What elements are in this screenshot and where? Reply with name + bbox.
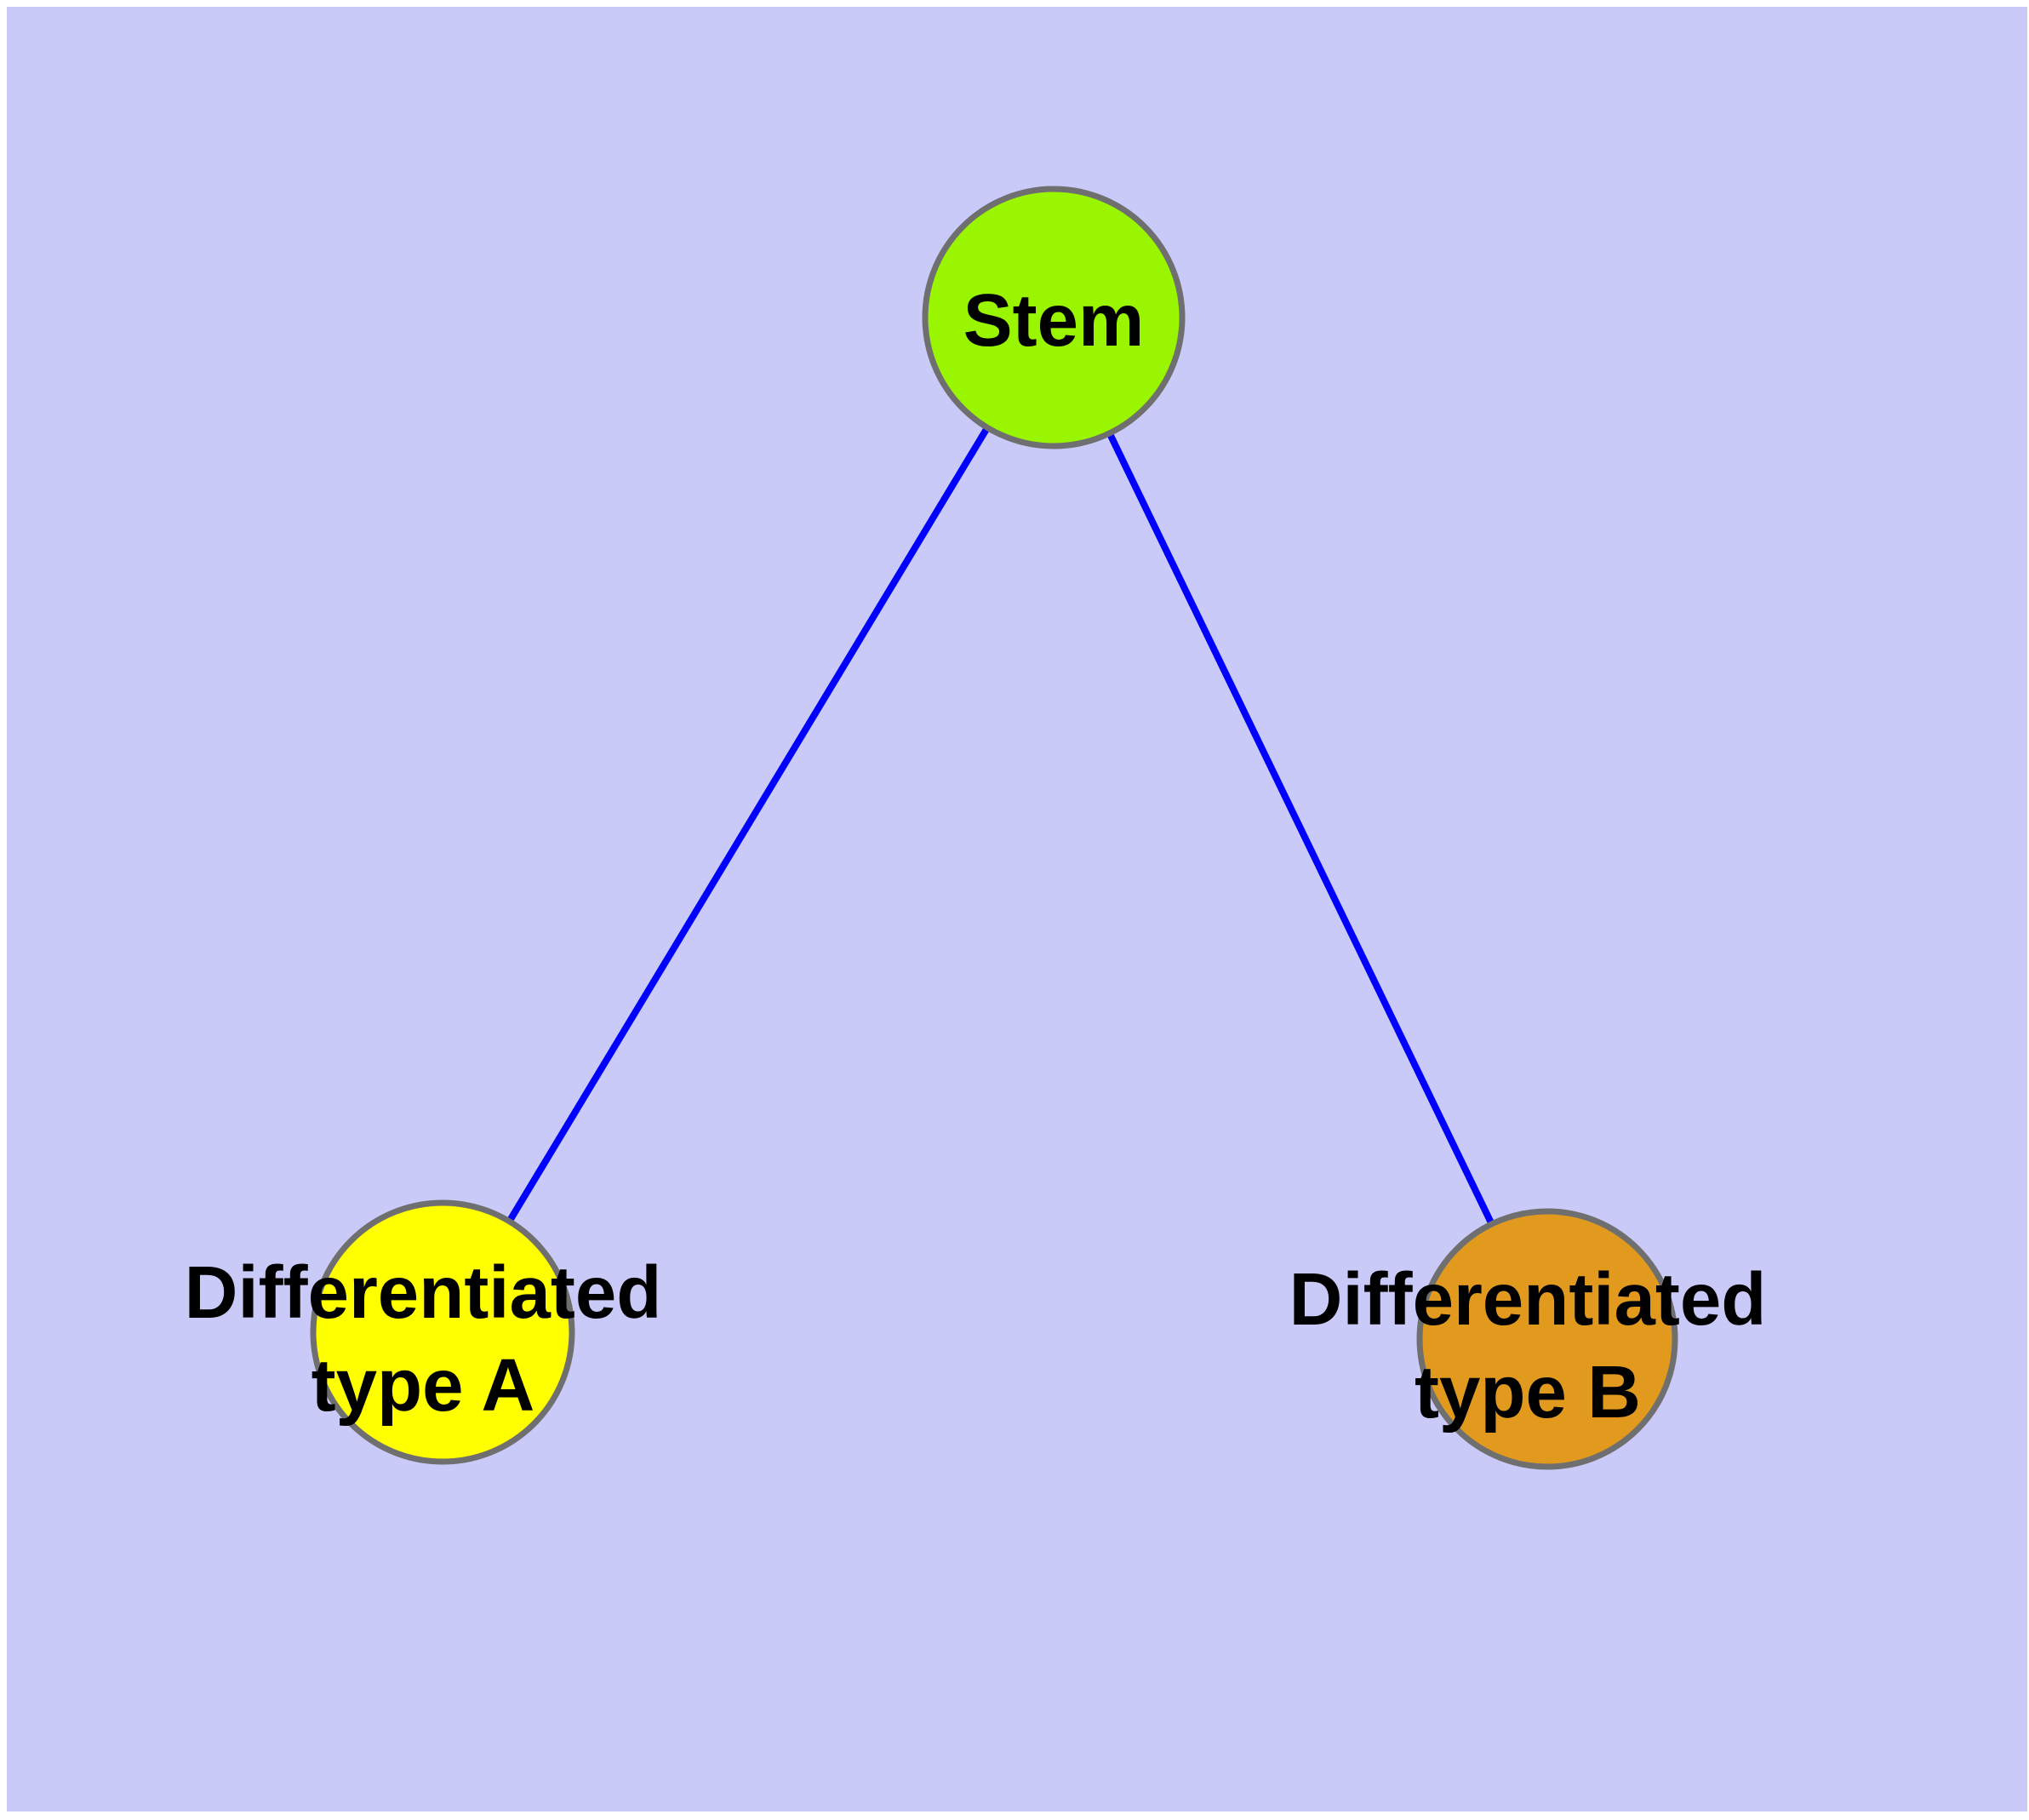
node-differentiated-type-a	[310, 1199, 575, 1465]
node-differentiated-type-b	[1416, 1208, 1678, 1470]
node-type-a-label-line2: type A	[311, 1344, 535, 1427]
edge-stem-to-type-b	[1050, 316, 1551, 1341]
node-type-a-label-line1: Differentiated	[185, 1251, 662, 1334]
node-type-b-label-line1: Differentiated	[1289, 1258, 1767, 1341]
node-stem-label: Stem	[963, 279, 1145, 362]
node-stem	[922, 186, 1186, 449]
node-type-b-label-line2: type B	[1415, 1351, 1641, 1434]
edge-stem-to-type-a	[439, 315, 1057, 1335]
